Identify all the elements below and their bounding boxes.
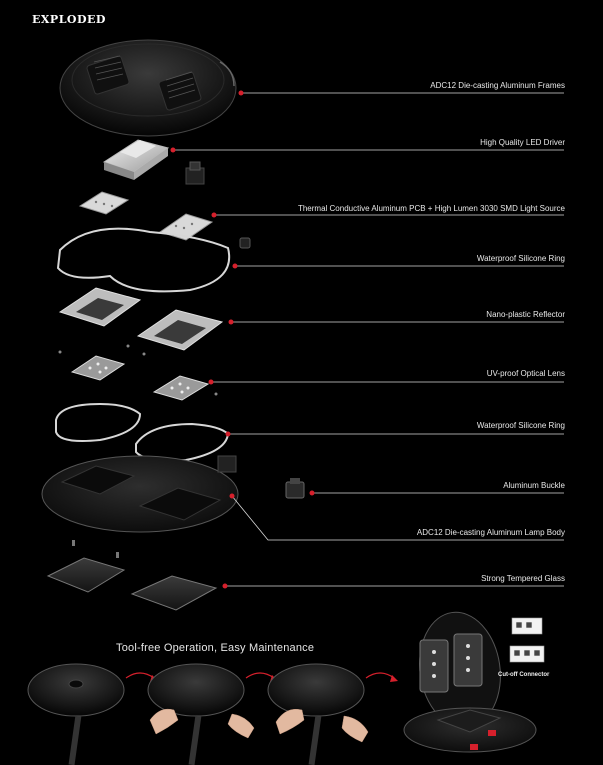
- callout-label-silicone-ring: Waterproof Silicone Ring: [476, 254, 565, 263]
- callout-label-buckle: Aluminum Buckle: [503, 481, 565, 490]
- callout-label-glass: Strong Tempered Glass: [481, 574, 565, 583]
- tempered-glass-part: [46, 540, 218, 611]
- connector-icon: [509, 617, 545, 663]
- maintenance-sequence: [27, 611, 545, 765]
- callout-label-frames: ADC12 Die-casting Aluminum Frames: [430, 81, 565, 90]
- page-title: EXPLODED: [32, 13, 106, 26]
- callout-leaders: [173, 92, 564, 587]
- callout-label-pcb: Thermal Conductive Aluminum PCB + High L…: [297, 204, 565, 213]
- lamp-body-part: [41, 455, 239, 533]
- silicone-ring-part: [56, 227, 231, 293]
- callout-label-lamp-body: ADC12 Die-casting Aluminum Lamp Body: [416, 528, 565, 537]
- aluminum-frame-part: [59, 39, 237, 137]
- connector-label: Cut-off Connector: [498, 672, 550, 678]
- callout-label-reflector: Nano-plastic Reflector: [486, 310, 565, 319]
- silicone-gasket-part: [55, 402, 230, 462]
- pcb-light-source-part: [78, 191, 251, 249]
- callout-label-silicone-ring-2: Waterproof Silicone Ring: [476, 421, 565, 430]
- callout-label-led-driver: High Quality LED Driver: [480, 138, 565, 147]
- callout-label-optical-lens: UV-proof Optical Lens: [486, 369, 565, 378]
- maintenance-tagline: Tool-free Operation, Easy Maintenance: [116, 642, 315, 654]
- optical-lens-part: [58, 344, 218, 401]
- buckle-part: [285, 478, 305, 499]
- reflector-part: [58, 287, 224, 351]
- led-driver-part: [102, 139, 205, 185]
- callout-dots: [170, 90, 315, 589]
